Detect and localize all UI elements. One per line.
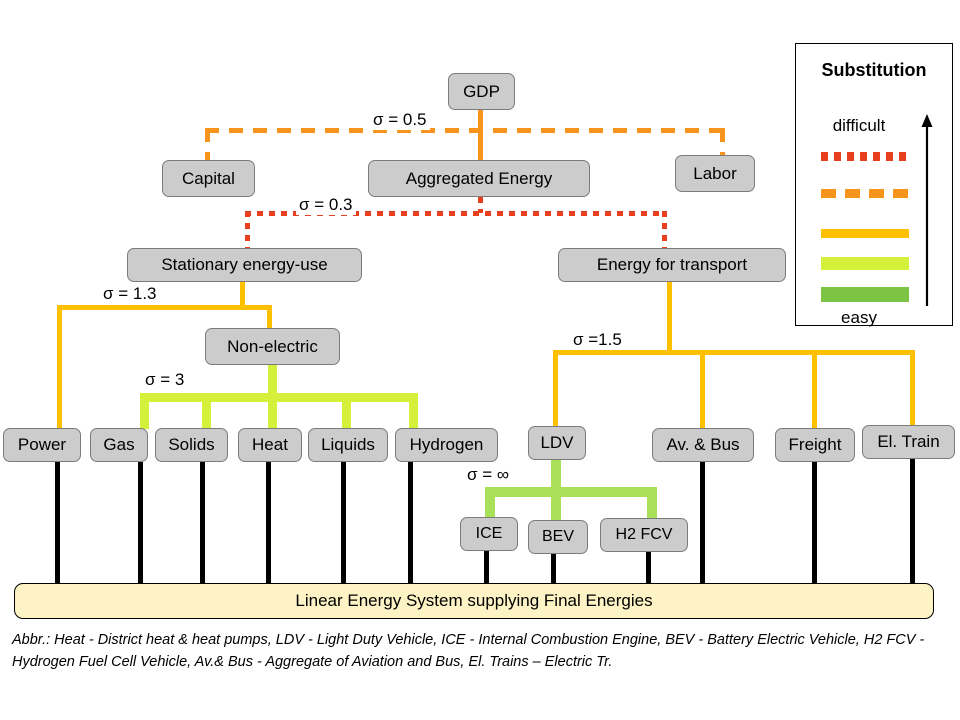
connector-top-horizontal <box>205 128 725 133</box>
node-stationary-energy-use[interactable]: Stationary energy-use <box>127 248 362 282</box>
connector-to-ldv <box>553 350 558 429</box>
node-el-train[interactable]: El. Train <box>862 425 955 459</box>
drop-line-freight <box>812 462 817 586</box>
sigma-label-transport: σ =1.5 <box>570 330 625 350</box>
connector-to-non-electric <box>267 305 272 329</box>
drop-line-liquids <box>341 462 346 586</box>
node-ice[interactable]: ICE <box>460 517 518 551</box>
connector-to-power <box>57 305 62 429</box>
node-solids[interactable]: Solids <box>155 428 228 462</box>
legend-easy-label: easy <box>841 308 877 327</box>
footnote-text: Heat - District heat & heat pumps, LDV -… <box>12 632 925 670</box>
legend-bar-red-dotted <box>821 152 909 161</box>
legend-bar-yellow-green-solid <box>821 257 909 270</box>
connector-energy-horizontal <box>245 211 667 216</box>
node-av-bus[interactable]: Av. & Bus <box>652 428 754 462</box>
connector-to-solids <box>202 393 211 429</box>
connector-to-ice <box>485 487 495 519</box>
legend-bar-gold-solid <box>821 229 909 238</box>
connector-to-av-bus <box>700 350 705 429</box>
node-aggregated-energy[interactable]: Aggregated Energy <box>368 160 590 197</box>
sigma-label-nonelectric: σ = 3 <box>142 370 188 390</box>
sigma-label-ldv: σ = ∞ <box>464 465 512 485</box>
drop-line-solids <box>200 462 205 586</box>
connector-to-gas <box>140 393 149 429</box>
connector-transport-horizontal <box>553 350 915 355</box>
connector-transport-stub <box>667 282 672 354</box>
footnote: Abbr.: Heat - District heat & heat pumps… <box>12 630 948 674</box>
connector-agg-stub <box>478 197 483 213</box>
node-freight[interactable]: Freight <box>775 428 855 462</box>
legend-bar-green-solid <box>821 287 909 302</box>
drop-line-bev <box>551 554 556 586</box>
node-energy-for-transport[interactable]: Energy for transport <box>558 248 786 282</box>
connector-to-bev <box>551 487 561 521</box>
sigma-label-stationary: σ = 1.3 <box>100 284 160 304</box>
node-gdp[interactable]: GDP <box>448 73 515 110</box>
node-bev[interactable]: BEV <box>528 520 588 554</box>
connector-to-heat <box>268 393 277 429</box>
linear-energy-system-bar: Linear Energy System supplying Final Ene… <box>14 583 934 619</box>
drop-line-h2fcv <box>646 552 651 586</box>
drop-line-power <box>55 462 60 586</box>
drop-line-ice <box>484 551 489 586</box>
node-heat[interactable]: Heat <box>238 428 302 462</box>
node-gas[interactable]: Gas <box>90 428 148 462</box>
legend-bar-orange-dashed <box>821 189 909 198</box>
connector-to-el-train <box>910 350 915 429</box>
connector-to-hydrogen <box>409 393 418 429</box>
connector-stationary-horizontal <box>57 305 272 310</box>
legend-panel: Substitution difficult easy <box>795 43 953 327</box>
drop-line-gas <box>138 462 143 586</box>
connector-to-stationary <box>245 211 250 251</box>
connector-to-capital <box>205 128 210 160</box>
legend-difficult-label: difficult <box>832 116 886 135</box>
drop-line-av-bus <box>700 462 705 586</box>
sigma-label-energy: σ = 0.3 <box>296 195 356 215</box>
node-non-electric[interactable]: Non-electric <box>205 328 340 365</box>
connector-to-freight <box>812 350 817 429</box>
connector-to-labor <box>720 128 725 160</box>
node-h2fcv[interactable]: H2 FCV <box>600 518 688 552</box>
up-arrow-icon <box>921 114 933 306</box>
legend-title: Substitution <box>821 60 927 80</box>
node-capital[interactable]: Capital <box>162 160 255 197</box>
connector-to-h2fcv <box>647 487 657 519</box>
connector-nonelectric-stub <box>268 365 277 398</box>
connector-ldv-stub <box>551 460 561 492</box>
sigma-label-top: σ = 0.5 <box>370 110 430 130</box>
connector-stationary-stub <box>240 282 245 308</box>
footnote-lead: Abbr.: <box>12 632 51 648</box>
connector-to-liquids <box>342 393 351 429</box>
drop-line-hydrogen <box>408 462 413 586</box>
node-power[interactable]: Power <box>3 428 81 462</box>
drop-line-el-train <box>910 459 915 586</box>
connector-to-aggregated-energy <box>478 128 483 160</box>
node-labor[interactable]: Labor <box>675 155 755 192</box>
connector-to-transport <box>662 211 667 249</box>
connector-ldv-horizontal <box>485 487 657 497</box>
connector-nonelectric-horizontal <box>140 393 418 402</box>
node-liquids[interactable]: Liquids <box>308 428 388 462</box>
connector-gdp-stub <box>478 110 483 132</box>
node-hydrogen[interactable]: Hydrogen <box>395 428 498 462</box>
node-ldv[interactable]: LDV <box>528 426 586 460</box>
drop-line-heat <box>266 462 271 586</box>
